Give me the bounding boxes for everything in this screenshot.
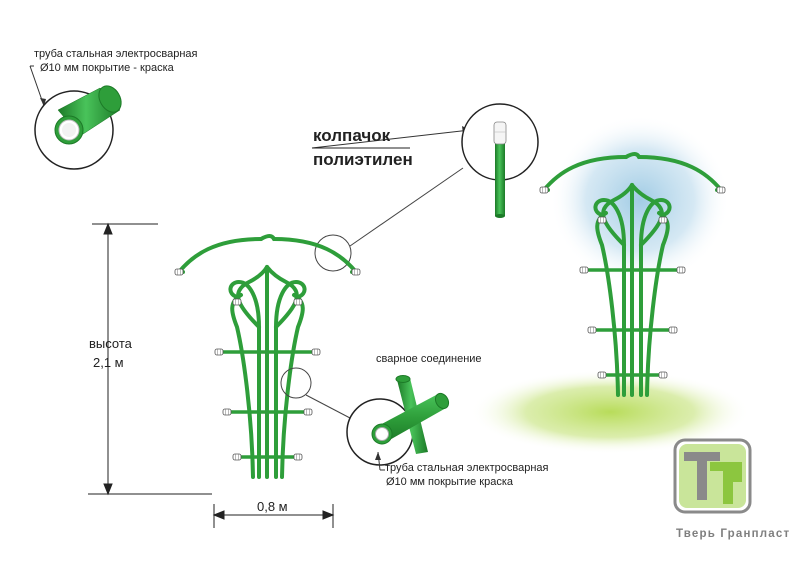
- height-value: 2,1 м: [93, 355, 124, 370]
- sky-background: [550, 115, 730, 285]
- weld-joint-icon: [346, 375, 450, 471]
- company-logo-icon: [673, 438, 752, 514]
- trellis-left: [175, 236, 360, 477]
- brand-name: Тверь Гранпласт: [676, 528, 791, 540]
- grass-background: [470, 370, 750, 454]
- height-dimension: [88, 222, 212, 496]
- height-label: высота: [89, 336, 132, 351]
- pipe-cross-section-icon: [29, 65, 122, 170]
- width-dimension: [212, 504, 335, 528]
- cap-detail-icon: [311, 103, 539, 218]
- pipe-top-label-line1: труба стальная электросварная: [34, 48, 198, 60]
- pipe-bottom-label-line2: Ø10 мм покрытие краска: [386, 476, 514, 488]
- weld-label: сварное соединение: [376, 353, 482, 365]
- cap-label-line2: полиэтилен: [313, 150, 413, 169]
- pipe-bottom-label-line1: труба стальная электросварная: [385, 462, 549, 474]
- pipe-top-label-line2: Ø10 мм покрытие - краска: [40, 62, 174, 74]
- cap-label-line1: колпачок: [313, 126, 391, 145]
- width-value: 0,8 м: [257, 499, 288, 514]
